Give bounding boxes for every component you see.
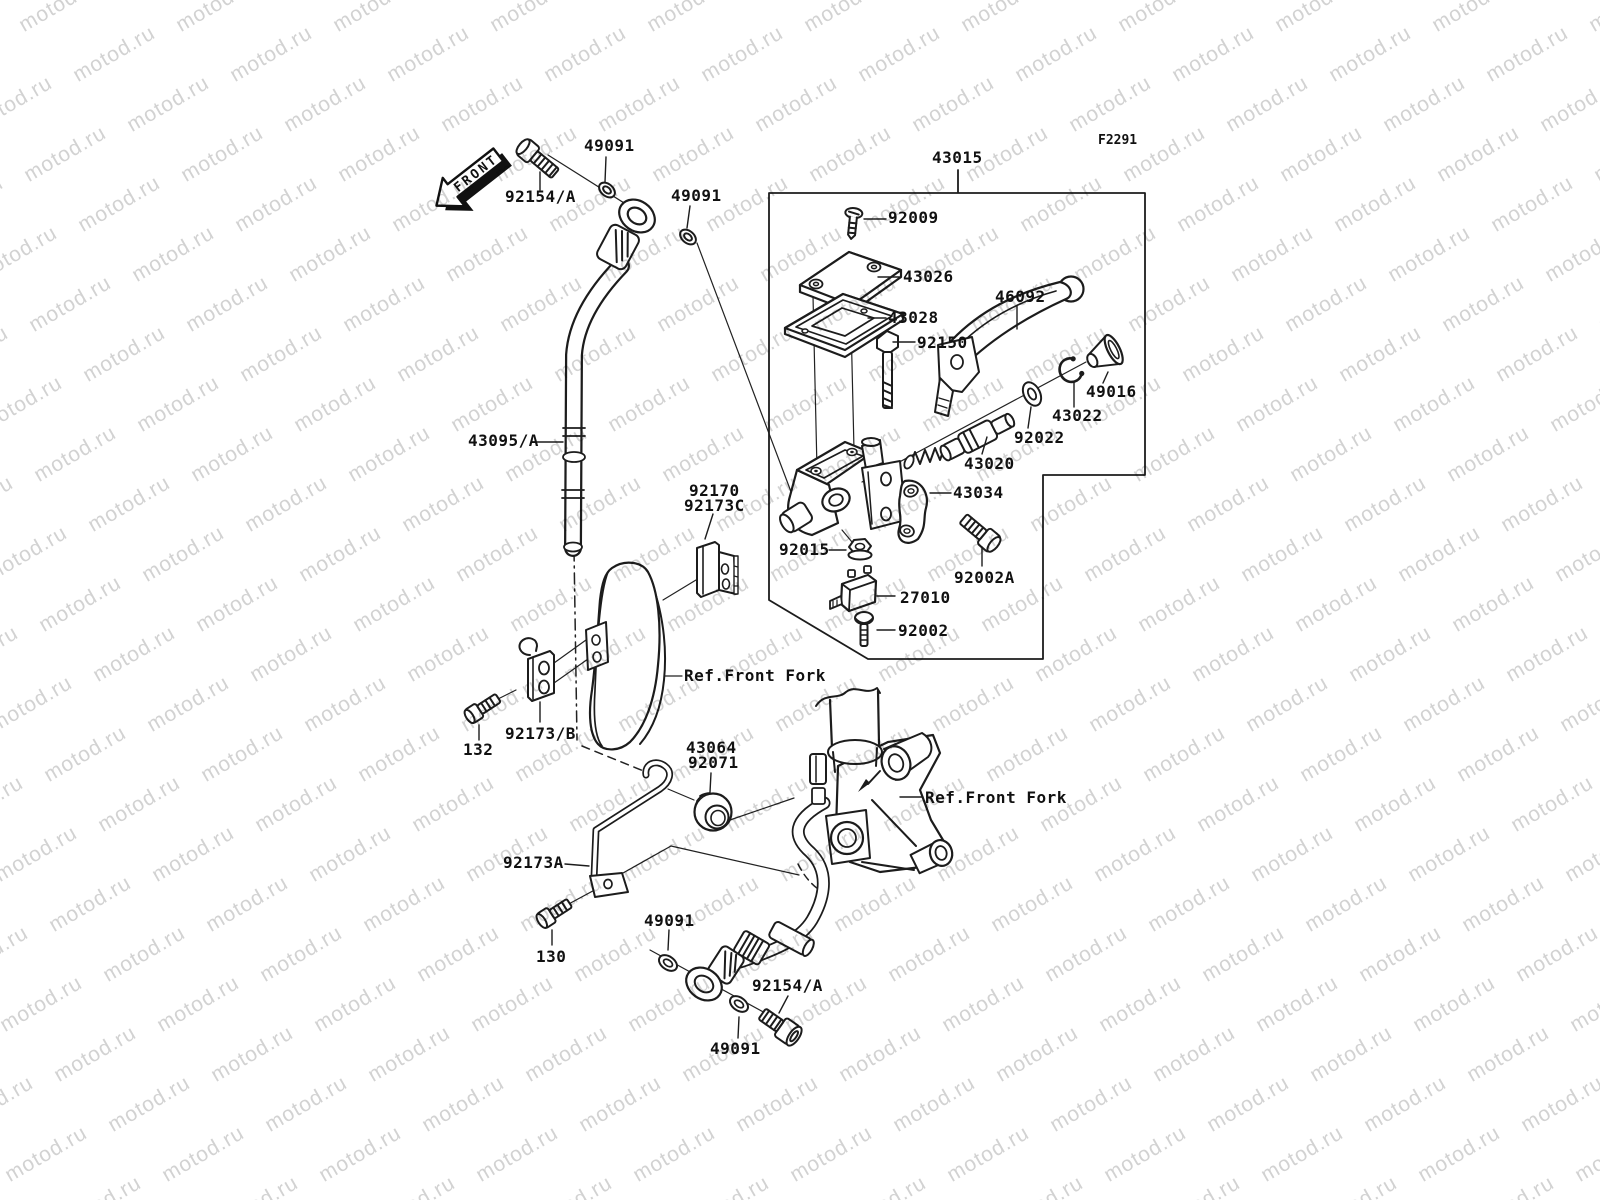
clamp-holder-43034 [897, 479, 952, 544]
screw-92009 [844, 206, 887, 240]
front-fork-lower [809, 687, 954, 875]
part-label-49091-bottom1: 49091 [644, 911, 695, 930]
bolt-130 [535, 898, 573, 946]
group-box-43015 [768, 169, 1146, 660]
part-label-92009: 92009 [888, 208, 939, 227]
washer-49091-bottom2 [728, 995, 750, 1039]
screw-92002 [854, 611, 896, 647]
bolt-92150 [876, 330, 916, 409]
ref-label-front-fork-1: Ref.Front Fork [684, 666, 826, 685]
washer-49091-bottom1 [657, 929, 679, 972]
part-label-92170: 92170 [689, 481, 740, 500]
part-label-92022: 92022 [1014, 428, 1065, 447]
part-label-43026: 43026 [903, 267, 954, 286]
part-label-92173B: 92173/B [505, 724, 576, 743]
hose-guide-92173A [564, 759, 674, 898]
bolt-92002A [959, 513, 1002, 567]
part-label-27010: 27010 [900, 588, 951, 607]
part-label-43020: 43020 [964, 454, 1015, 473]
part-label-43034: 43034 [953, 483, 1004, 502]
circlip-43022 [1058, 356, 1085, 408]
part-label-92071: 92071 [688, 753, 739, 772]
bolt-132 [463, 693, 502, 741]
part-label-46092: 46092 [995, 287, 1046, 306]
part-label-43022: 43022 [1052, 406, 1103, 425]
fork-guard [585, 561, 667, 751]
part-label-49091-top1: 49091 [584, 136, 635, 155]
part-label-43015: 43015 [932, 148, 983, 167]
part-label-92002A: 92002A [954, 568, 1015, 587]
part-label-43028: 43028 [888, 308, 939, 327]
part-label-49091-bottom2: 49091 [710, 1039, 761, 1058]
part-label-49016: 49016 [1086, 382, 1137, 401]
diaphragm-43028 [783, 292, 905, 359]
part-label-130: 130 [536, 947, 567, 966]
brake-hose-43095A [536, 198, 656, 557]
part-label-92173A: 92173A [503, 853, 564, 872]
brake-switch-27010 [829, 565, 896, 613]
brake-lever-46092 [934, 275, 1085, 417]
part-label-92173C: 92173C [684, 496, 745, 515]
bottom-banjo-assembly [685, 921, 815, 1002]
part-label-92002: 92002 [898, 621, 949, 640]
dust-boot-49016 [1086, 333, 1124, 384]
cable-clamp-92170-92173C [696, 513, 739, 598]
locknut-92015 [828, 538, 873, 561]
part-label-49091-top2: 49091 [671, 186, 722, 205]
spring-and-piston-43020 [903, 412, 1016, 470]
part-label-92154A-top: 92154/A [505, 187, 576, 206]
master-cylinder-body [779, 437, 907, 537]
hose-clamp-92173B [518, 637, 555, 723]
drawing-code: F2291 [1098, 133, 1138, 148]
washer-92022 [1021, 381, 1043, 429]
part-label-43095A: 43095/A [468, 431, 539, 450]
part-label-43064: 43064 [686, 738, 737, 757]
banjo-bolt-92154A-top [515, 138, 560, 191]
washer-49091-top1 [598, 156, 616, 199]
part-label-92154A-bottom: 92154/A [752, 976, 823, 995]
lower-hose [733, 796, 831, 969]
banjo-bolt-92154A-bottom [758, 995, 803, 1047]
part-label-92150: 92150 [917, 333, 968, 352]
hidden-lines [573, 549, 819, 890]
washer-49091-top2 [679, 205, 697, 246]
grommet-43064-92071 [693, 772, 733, 832]
ref-label-front-fork-2: Ref.Front Fork [925, 788, 1067, 807]
part-label-92015: 92015 [779, 540, 830, 559]
part-label-132: 132 [463, 740, 494, 759]
